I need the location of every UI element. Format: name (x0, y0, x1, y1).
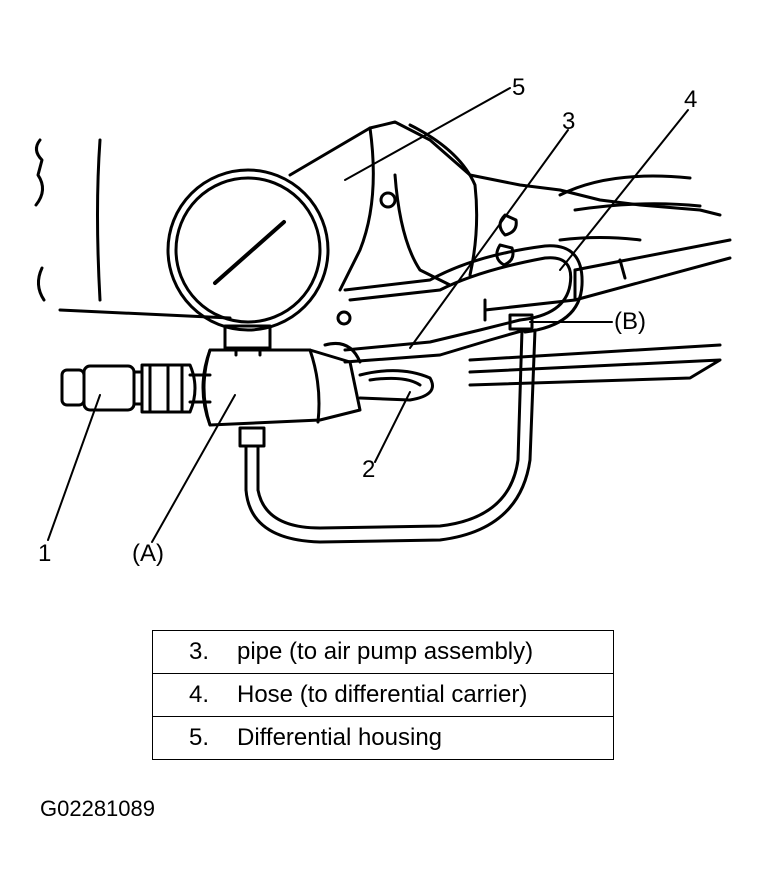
callout-2: 2 (362, 456, 376, 483)
legend-number: 5. (188, 724, 209, 751)
leader-lines (47, 87, 689, 543)
leader-4 (559, 109, 689, 271)
legend-number: 4. (188, 681, 209, 708)
legend-row: 4. Hose (to differential carrier) (152, 673, 614, 717)
callout-b: (B) (614, 308, 646, 335)
leader-5 (344, 87, 511, 181)
figure-code: G02281089 (40, 796, 155, 821)
callout-5: 5 (512, 74, 526, 101)
leader-1 (47, 394, 101, 541)
callout-a: (A) (132, 540, 164, 567)
callout-4: 4 (684, 86, 698, 113)
legend-number: 3. (188, 638, 209, 665)
legend-text: Hose (to differential carrier) (237, 681, 528, 708)
carrier-bracket (468, 238, 732, 387)
tester-body (201, 348, 362, 427)
adapter-part-1 (60, 363, 212, 414)
callout-1: 1 (38, 540, 52, 567)
pressure-test-illustration (34, 87, 732, 544)
leader-2 (374, 391, 411, 463)
legend-row: 5. Differential housing (152, 716, 614, 760)
hose-4 (343, 244, 584, 334)
pressure-gauge (166, 168, 330, 357)
leader-a (151, 394, 236, 543)
legend-table: 3. pipe (to air pump assembly) 4. Hose (to… (152, 630, 614, 760)
legend-text: pipe (to air pump assembly) (237, 638, 534, 665)
legend-text: Differential housing (237, 724, 443, 751)
differential-housing (34, 120, 722, 326)
pipe-3 (323, 318, 527, 364)
pipe-2 (358, 369, 434, 402)
leader-3 (409, 129, 569, 349)
bottom-hose (238, 328, 537, 544)
legend-row: 3. pipe (to air pump assembly) (152, 630, 614, 674)
callout-3: 3 (562, 108, 576, 135)
